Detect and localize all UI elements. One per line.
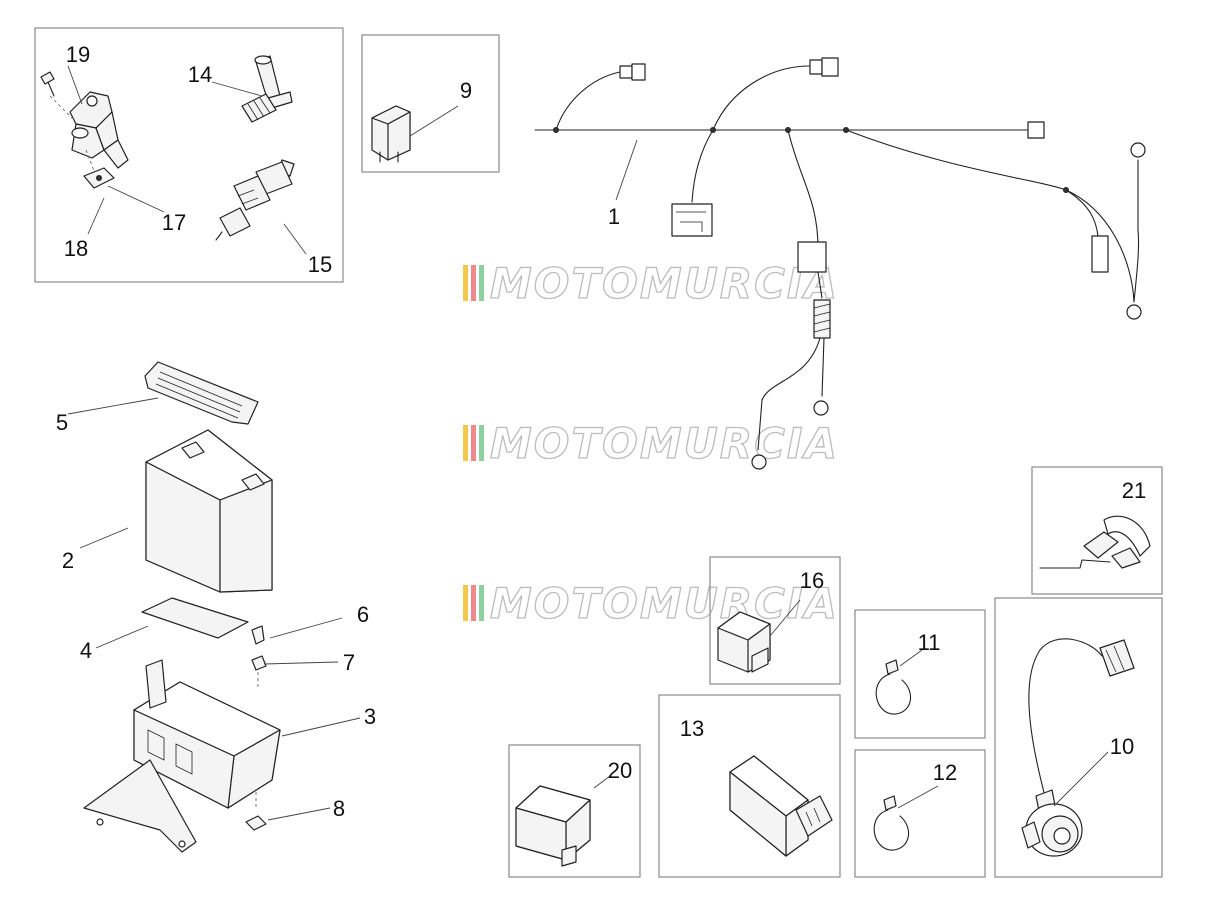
- watermark-stripe: [463, 585, 468, 621]
- battery-clip: [245, 815, 267, 831]
- ignition-coil: [69, 91, 129, 169]
- callout-11: 11: [918, 630, 941, 655]
- callout-1: 1: [608, 204, 620, 229]
- watermark-stripe: [479, 585, 484, 621]
- cable-clamp-12: [873, 795, 910, 851]
- battery-strap: [144, 361, 259, 425]
- callout-10: 10: [1110, 734, 1134, 759]
- main-wiring-harness: [534, 57, 1146, 470]
- bracket-frame: [1031, 466, 1163, 595]
- spark-plug: [215, 159, 295, 241]
- callout-19: 19: [66, 42, 90, 67]
- callout-5: 5: [56, 410, 68, 435]
- speed-sensor: [1021, 638, 1135, 857]
- watermark-text: MOTOMURCIA: [490, 419, 839, 468]
- coil-bolt: [40, 71, 55, 97]
- callout-numbers: 1 2 3 4 5 6 7 8 9 10 11 12 13 14 15 16 1…: [56, 42, 1146, 821]
- battery-box: [83, 659, 281, 853]
- ignition-group-frame: [34, 27, 344, 283]
- callout-17: 17: [162, 210, 186, 235]
- callout-12: 12: [933, 760, 957, 785]
- coil-bracket: [83, 167, 115, 189]
- relay-frame: [361, 34, 500, 173]
- watermark-stripe: [463, 425, 468, 461]
- callout-14: 14: [188, 62, 212, 87]
- leader-lines: [67, 65, 1109, 821]
- callout-21: 21: [1122, 478, 1146, 503]
- cable-clamp-11: [875, 659, 912, 715]
- watermark-stripe: [463, 265, 468, 301]
- battery-nut: [251, 655, 267, 671]
- watermark-1: MOTOMURCIA: [463, 258, 839, 309]
- watermark-text: MOTOMURCIA: [490, 259, 839, 308]
- watermark-stripe: [471, 425, 476, 461]
- callout-15: 15: [308, 252, 332, 277]
- watermark-2: MOTOMURCIA: [463, 418, 839, 469]
- relay: [371, 105, 411, 163]
- sensor-frame: [994, 597, 1163, 878]
- battery-screw: [251, 625, 265, 645]
- regulator-frame: [508, 744, 641, 878]
- watermark-stripe: [479, 425, 484, 461]
- callout-20: 20: [608, 758, 632, 783]
- callout-2: 2: [62, 548, 74, 573]
- callout-18: 18: [64, 236, 88, 261]
- callout-4: 4: [80, 638, 92, 663]
- watermark-stripe: [479, 265, 484, 301]
- cdi-frame: [658, 694, 841, 878]
- callout-7: 7: [343, 650, 355, 675]
- callout-3: 3: [364, 704, 376, 729]
- watermark-stripe: [471, 265, 476, 301]
- voltage-regulator: [515, 785, 591, 867]
- callout-13: 13: [680, 716, 704, 741]
- battery: [145, 429, 273, 593]
- callout-16: 16: [800, 568, 824, 593]
- clamp-frame-12: [854, 749, 986, 878]
- spark-plug-cap: [241, 55, 293, 123]
- clamp-frame-11: [854, 609, 986, 739]
- callout-9: 9: [460, 78, 472, 103]
- callout-8: 8: [333, 796, 345, 821]
- watermark-3: MOTOMURCIA: [463, 578, 839, 629]
- callout-6: 6: [357, 602, 369, 627]
- sensor-bracket: [1039, 515, 1151, 569]
- connector-block: [717, 611, 771, 673]
- battery-pad: [141, 597, 249, 639]
- cdi-unit: [729, 755, 833, 857]
- watermark-text: MOTOMURCIA: [490, 579, 839, 628]
- watermark-stripe: [471, 585, 476, 621]
- connector-frame: [709, 556, 841, 685]
